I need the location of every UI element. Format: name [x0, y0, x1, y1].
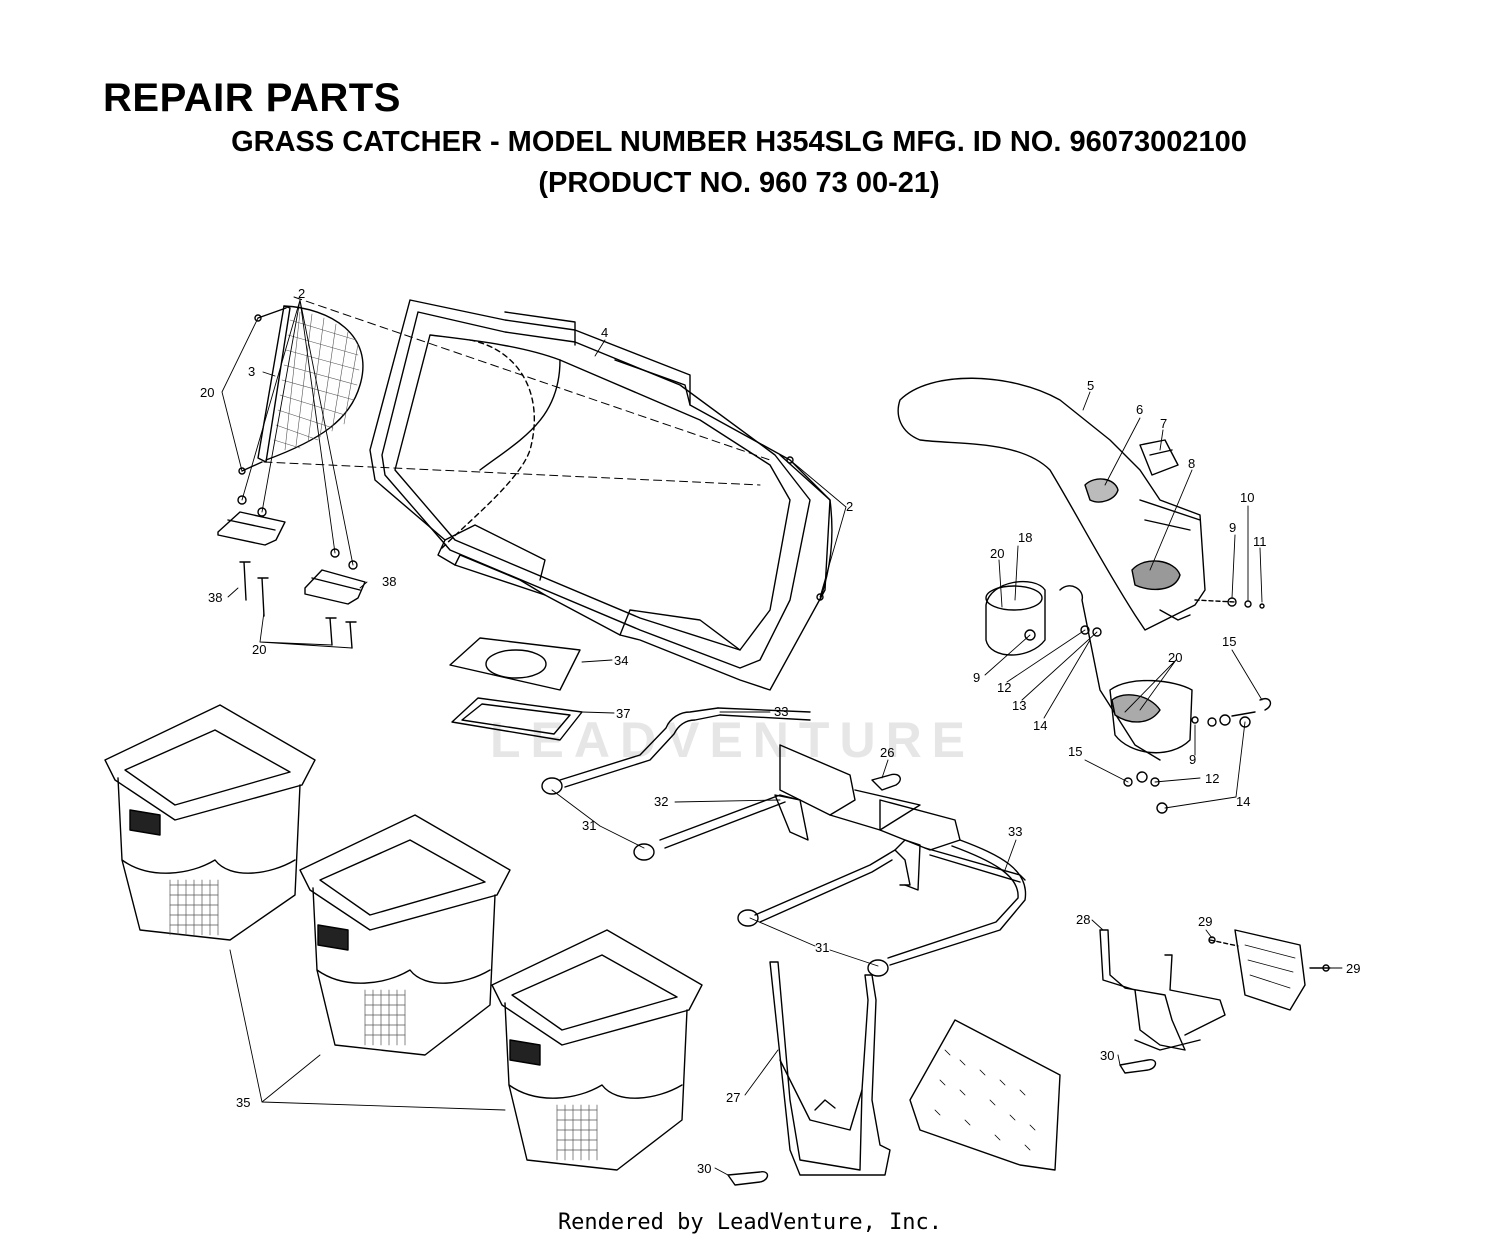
callout-18: 18 — [1018, 530, 1032, 545]
callout-38-left: 38 — [208, 590, 222, 605]
catcher-lid-frame — [369, 299, 833, 691]
hitch-pin-left — [727, 1171, 769, 1186]
gasket-plate — [449, 637, 581, 691]
callout-4: 4 — [601, 325, 608, 340]
callout-20-bolts: 20 — [252, 642, 266, 657]
hitch-pin-right — [1119, 1059, 1157, 1074]
leader-lines — [221, 299, 1343, 1176]
callout-5: 5 — [1087, 378, 1094, 393]
callout-14-bottom: 14 — [1236, 794, 1250, 809]
watermark: LEADVENTURE — [490, 712, 975, 768]
catcher-frame — [541, 707, 1027, 977]
callout-10: 10 — [1240, 490, 1254, 505]
callout-29-right: 29 — [1346, 961, 1360, 976]
callout-31-bottom: 31 — [815, 940, 829, 955]
deflector-cylinder — [985, 580, 1193, 761]
callout-9-left: 9 — [973, 670, 980, 685]
callout-15-bottom: 15 — [1068, 744, 1082, 759]
bag-2 — [299, 814, 511, 1056]
callout-35: 35 — [236, 1095, 250, 1110]
product-number: (PRODUCT NO. 960 73 00-21) — [538, 167, 940, 199]
callout-12-bottom: 12 — [1205, 771, 1219, 786]
page-title: REPAIR PARTS — [103, 76, 401, 120]
footer-credit: Rendered by LeadVenture, Inc. — [557, 1210, 943, 1235]
hardware-right — [1123, 597, 1272, 814]
callout-9-bottom: 9 — [1189, 752, 1196, 767]
callout-13: 13 — [1012, 698, 1026, 713]
callout-28: 28 — [1076, 912, 1090, 927]
bag-3 — [491, 929, 703, 1171]
callout-34: 34 — [614, 653, 628, 668]
mounting-brackets — [217, 495, 366, 649]
callout-8: 8 — [1188, 456, 1195, 471]
callout-27: 27 — [726, 1090, 740, 1105]
callout-6: 6 — [1136, 402, 1143, 417]
callout-29-left: 29 — [1198, 914, 1212, 929]
model-subtitle: GRASS CATCHER - MODEL NUMBER H354SLG MFG… — [231, 126, 1247, 158]
callout-33-top: 33 — [774, 704, 788, 719]
callout-3: 3 — [248, 364, 255, 379]
callout-7: 7 — [1160, 416, 1167, 431]
rear-screen-door — [238, 305, 364, 475]
hitch-assembly — [1099, 929, 1331, 1051]
callout-31-top: 31 — [582, 818, 596, 833]
callout-38-right: 38 — [382, 574, 396, 589]
callout-30-right: 30 — [1100, 1048, 1114, 1063]
callout-26: 26 — [880, 745, 894, 760]
callout-20-chute: 20 — [1168, 650, 1182, 665]
callout-14-left: 14 — [1033, 718, 1047, 733]
callout-15-top: 15 — [1222, 634, 1236, 649]
bag-1 — [104, 704, 316, 941]
callout-30-left: 30 — [697, 1161, 711, 1176]
discharge-chute — [897, 377, 1206, 631]
callout-9-top: 9 — [1229, 520, 1236, 535]
callout-37: 37 — [616, 706, 630, 721]
callout-33-right: 33 — [1008, 824, 1022, 839]
callout-20-screen: 20 — [200, 385, 214, 400]
callout-2-left: 2 — [298, 286, 305, 301]
grass-bags — [104, 704, 703, 1171]
callout-32: 32 — [654, 794, 668, 809]
callout-20-cyl: 20 — [990, 546, 1004, 561]
lower-bracket — [769, 961, 891, 1176]
callout-11: 11 — [1253, 534, 1267, 549]
clip — [871, 773, 901, 791]
mounting-plate — [909, 1019, 1061, 1171]
callout-12-left: 12 — [997, 680, 1011, 695]
callout-2-right: 2 — [846, 499, 853, 514]
